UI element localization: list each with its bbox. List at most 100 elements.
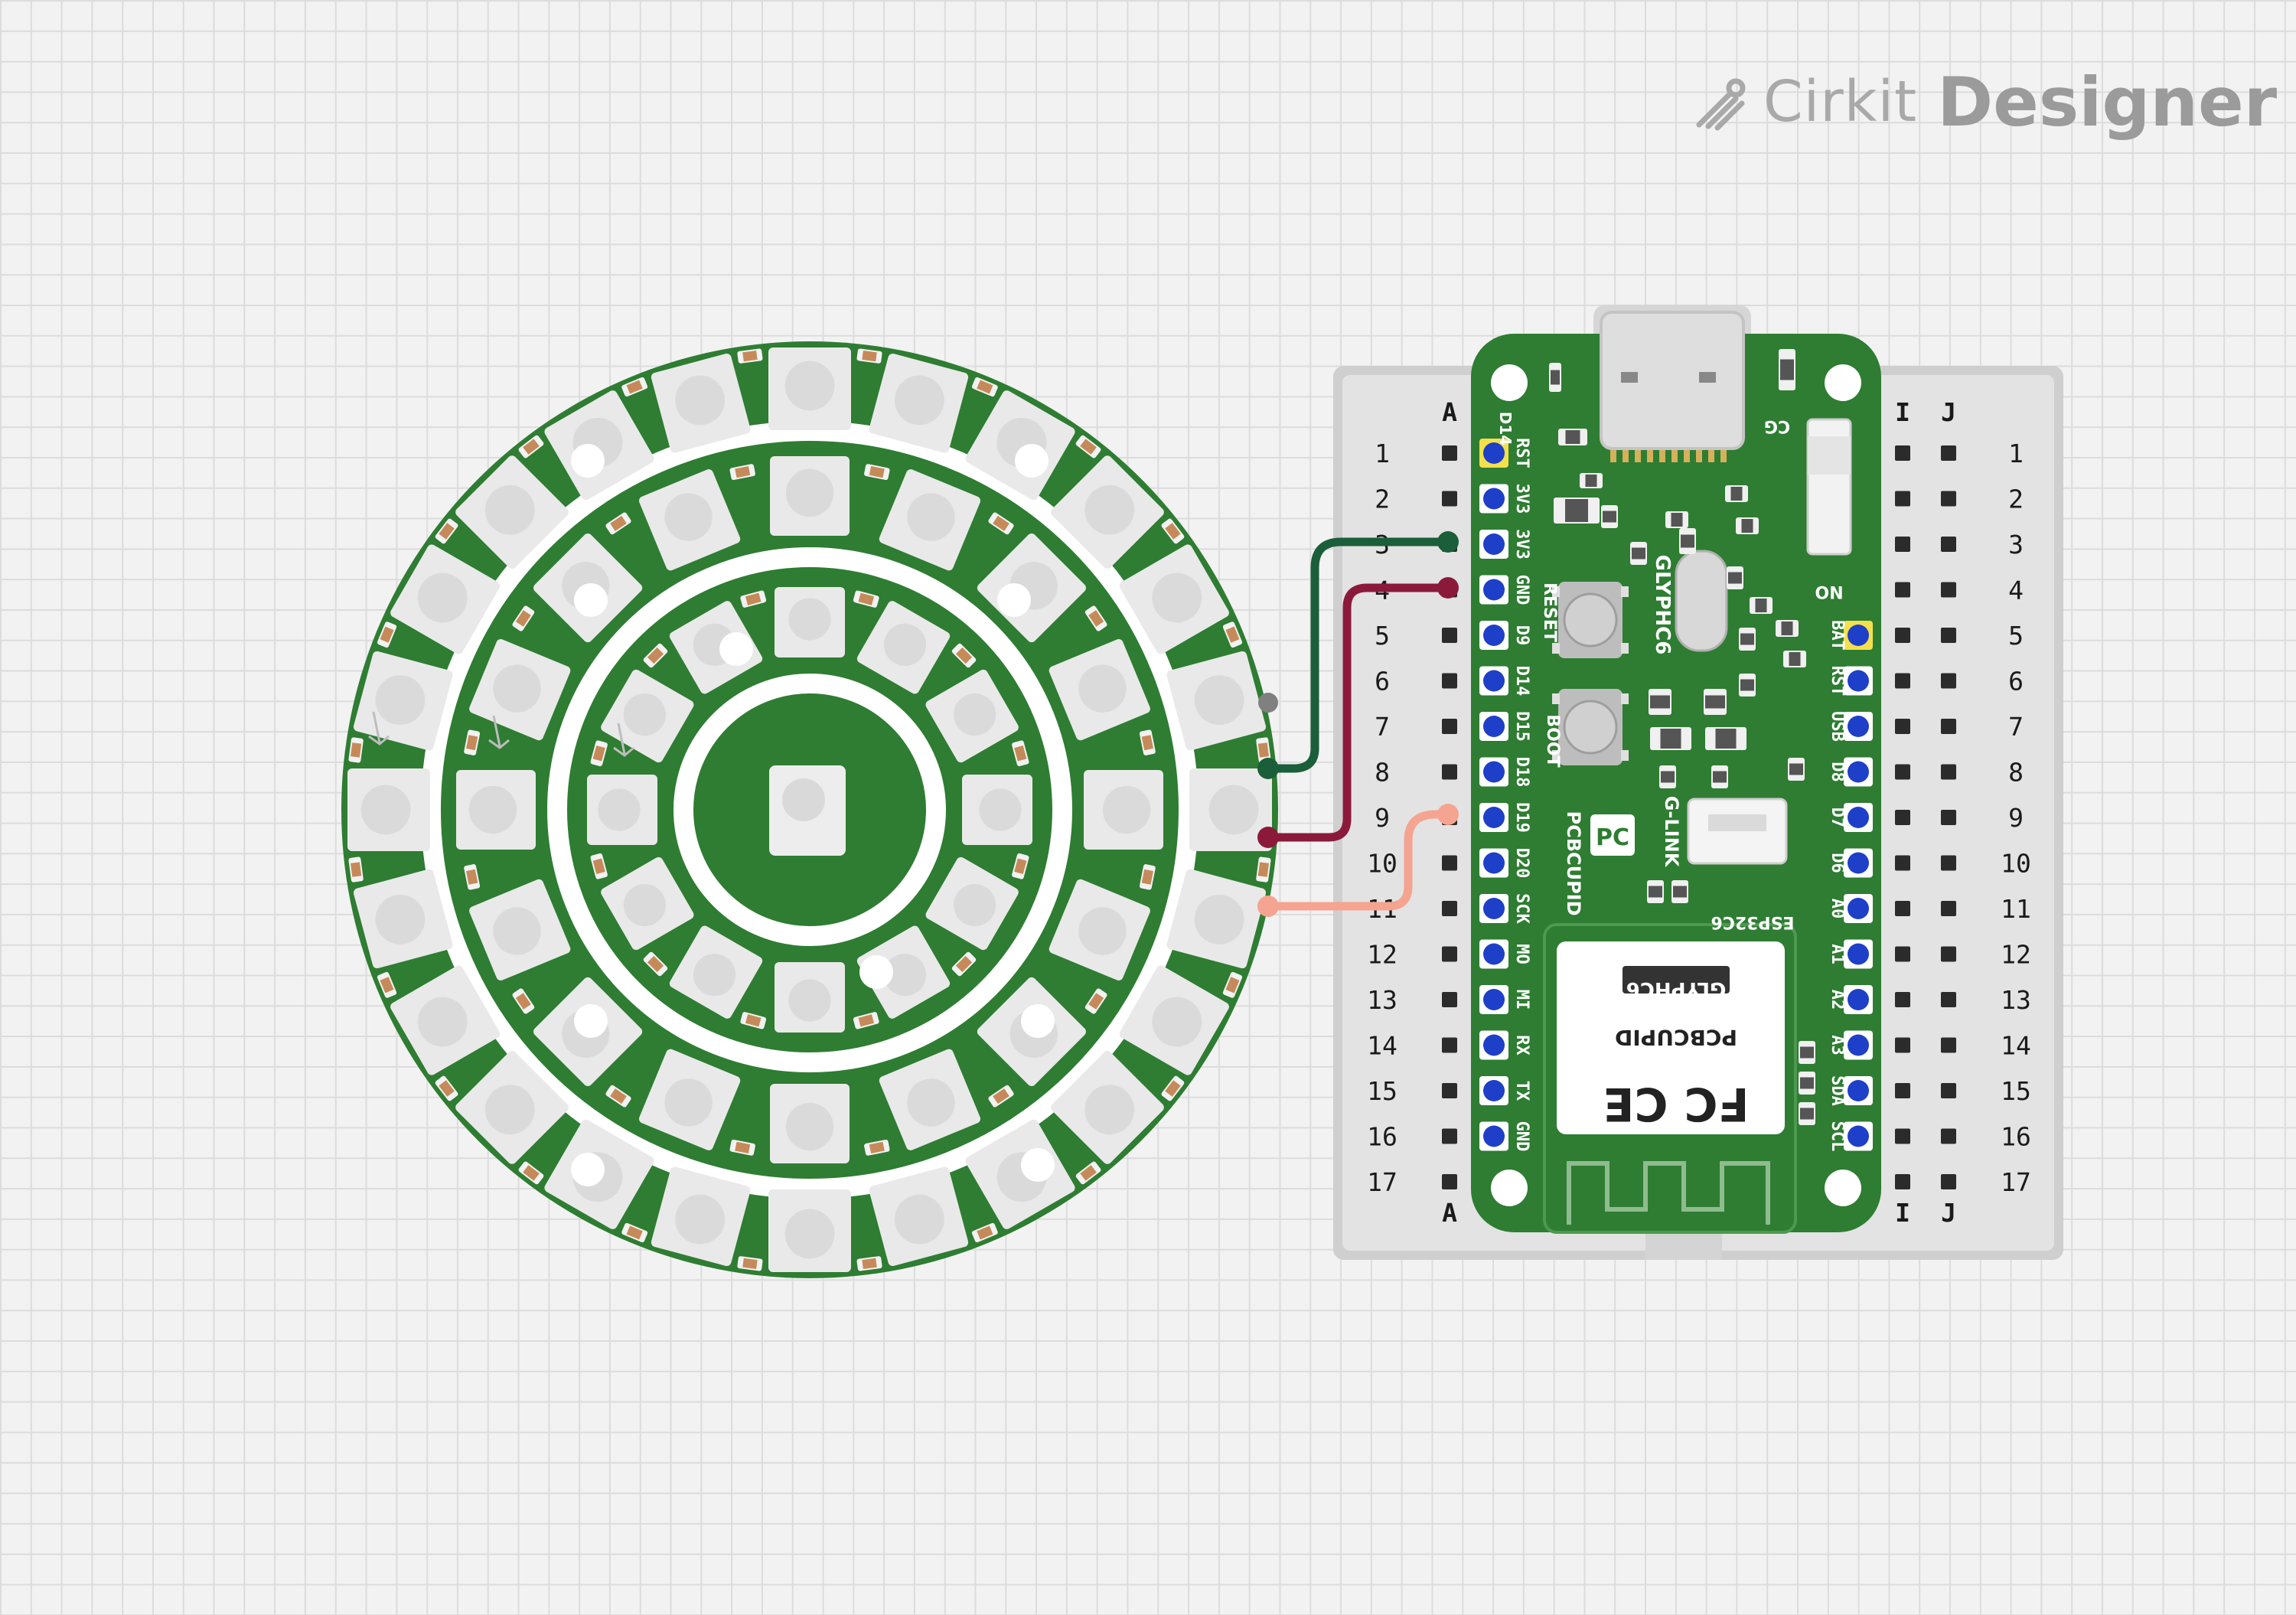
board-pin-hole[interactable] (1483, 579, 1505, 601)
breadboard-hole[interactable] (1941, 992, 1956, 1007)
ring-led (856, 925, 951, 1019)
wire-red-end-ring[interactable] (1257, 827, 1279, 848)
reset-button[interactable] (1552, 582, 1629, 658)
breadboard-hole[interactable] (1941, 537, 1956, 552)
board-pin-hole[interactable] (1483, 670, 1505, 692)
board-pin-hole[interactable] (1483, 442, 1505, 464)
breadboard-hole[interactable] (1442, 1083, 1457, 1098)
board-pin-hole[interactable] (1848, 761, 1869, 783)
ring-pin-gray[interactable] (1258, 693, 1278, 713)
breadboard-hole[interactable] (1895, 901, 1910, 916)
board-pin-hole[interactable] (1483, 1034, 1505, 1056)
breadboard-hole[interactable] (1941, 582, 1956, 598)
breadboard-hole[interactable] (1941, 1037, 1956, 1053)
breadboard-hole[interactable] (1895, 992, 1910, 1007)
breadboard-hole[interactable] (1941, 491, 1956, 507)
breadboard-hole[interactable] (1442, 673, 1457, 689)
row-number-left: 8 (1375, 758, 1390, 788)
breadboard-hole[interactable] (1442, 628, 1457, 643)
breadboard-hole[interactable] (1895, 1037, 1910, 1053)
board-pin-hole[interactable] (1848, 989, 1869, 1010)
board-pin-hole[interactable] (1848, 1125, 1869, 1147)
breadboard-hole[interactable] (1941, 673, 1956, 689)
breadboard-hole[interactable] (1941, 901, 1956, 916)
board-pin-hole[interactable] (1848, 943, 1869, 965)
breadboard-hole[interactable] (1895, 764, 1910, 780)
wire-red[interactable] (1264, 583, 1453, 842)
wire-green-end-bb[interactable] (1437, 531, 1459, 553)
board-pin-hole[interactable] (1848, 716, 1869, 737)
breadboard-hole[interactable] (1895, 445, 1910, 461)
breadboard-hole[interactable] (1895, 1083, 1910, 1098)
breadboard-hole[interactable] (1895, 628, 1910, 643)
wire-green-end-ring[interactable] (1257, 758, 1279, 779)
ring-capacitor (1256, 856, 1271, 883)
board-pin-hole[interactable] (1483, 1080, 1505, 1101)
breadboard-hole[interactable] (1895, 582, 1910, 598)
breadboard-hole[interactable] (1442, 445, 1457, 461)
breadboard-hole[interactable] (1442, 1037, 1457, 1053)
board-pin-hole[interactable] (1848, 670, 1869, 692)
glyph-c6-board[interactable]: PC RST3V33V3GNDD9D14D15D18D19D20SCKMOMIR… (1471, 305, 1881, 1234)
breadboard-hole[interactable] (1941, 855, 1956, 871)
breadboard-hole[interactable] (1895, 1128, 1910, 1144)
smd-component (1601, 505, 1618, 528)
ring-capacitor (1161, 518, 1185, 544)
boot-button[interactable] (1552, 689, 1629, 765)
wire-red-end-bb[interactable] (1437, 577, 1459, 599)
board-pin-hole[interactable] (1483, 943, 1505, 965)
row-number-right: 14 (2001, 1031, 2031, 1061)
breadboard-hole[interactable] (1442, 764, 1457, 780)
board-pin-hole[interactable] (1848, 625, 1869, 646)
breadboard-hole[interactable] (1895, 810, 1910, 825)
breadboard-hole[interactable] (1941, 1128, 1956, 1144)
board-pin-hole[interactable] (1848, 807, 1869, 828)
breadboard-hole[interactable] (1895, 719, 1910, 734)
row-number-right: 16 (2001, 1122, 2031, 1152)
board-pin-hole[interactable] (1848, 852, 1869, 874)
board-pin-hole[interactable] (1483, 898, 1505, 919)
breadboard-hole[interactable] (1442, 992, 1457, 1007)
breadboard-hole[interactable] (1941, 445, 1956, 461)
breadboard-hole[interactable] (1442, 901, 1457, 916)
board-pin-hole[interactable] (1483, 852, 1505, 874)
breadboard-hole[interactable] (1941, 946, 1956, 962)
pin-label: A3 (1828, 1035, 1847, 1055)
board-pin-hole[interactable] (1483, 761, 1505, 783)
breadboard-hole[interactable] (1895, 1174, 1910, 1189)
ring-led (587, 775, 657, 845)
board-pin-hole[interactable] (1483, 989, 1505, 1010)
board-pin-hole[interactable] (1848, 1080, 1869, 1101)
wire-salmon-end-bb[interactable] (1437, 804, 1459, 825)
breadboard-hole[interactable] (1442, 1174, 1457, 1189)
breadboard-hole[interactable] (1941, 1174, 1956, 1189)
breadboard-hole[interactable] (1895, 946, 1910, 962)
board-pin-hole[interactable] (1483, 1125, 1505, 1147)
wire-salmon[interactable] (1264, 810, 1453, 911)
board-pin-hole[interactable] (1848, 898, 1869, 919)
breadboard-hole[interactable] (1442, 855, 1457, 871)
breadboard-hole[interactable] (1941, 719, 1956, 734)
breadboard-hole[interactable] (1941, 628, 1956, 643)
wire-green[interactable] (1264, 537, 1453, 773)
breadboard-hole[interactable] (1442, 1128, 1457, 1144)
breadboard-hole[interactable] (1442, 491, 1457, 507)
breadboard-hole[interactable] (1442, 946, 1457, 962)
breadboard-hole[interactable] (1895, 855, 1910, 871)
board-pin-hole[interactable] (1848, 1034, 1869, 1056)
breadboard-hole[interactable] (1895, 673, 1910, 689)
breadboard-hole[interactable] (1941, 1083, 1956, 1098)
breadboard-hole[interactable] (1941, 810, 1956, 825)
breadboard-hole[interactable] (1895, 537, 1910, 552)
breadboard-hole[interactable] (1442, 719, 1457, 734)
board-pin-hole[interactable] (1483, 807, 1505, 828)
breadboard-hole[interactable] (1895, 491, 1910, 507)
board-pin-hole[interactable] (1483, 716, 1505, 737)
board-pin-hole[interactable] (1483, 625, 1505, 646)
board-pin-hole[interactable] (1483, 533, 1505, 555)
neopixel-ring[interactable] (341, 341, 1278, 1278)
usb-c-connector-icon (1600, 311, 1745, 450)
breadboard-hole[interactable] (1941, 764, 1956, 780)
board-pin-hole[interactable] (1483, 488, 1505, 510)
wire-salmon-end-ring[interactable] (1257, 896, 1279, 917)
